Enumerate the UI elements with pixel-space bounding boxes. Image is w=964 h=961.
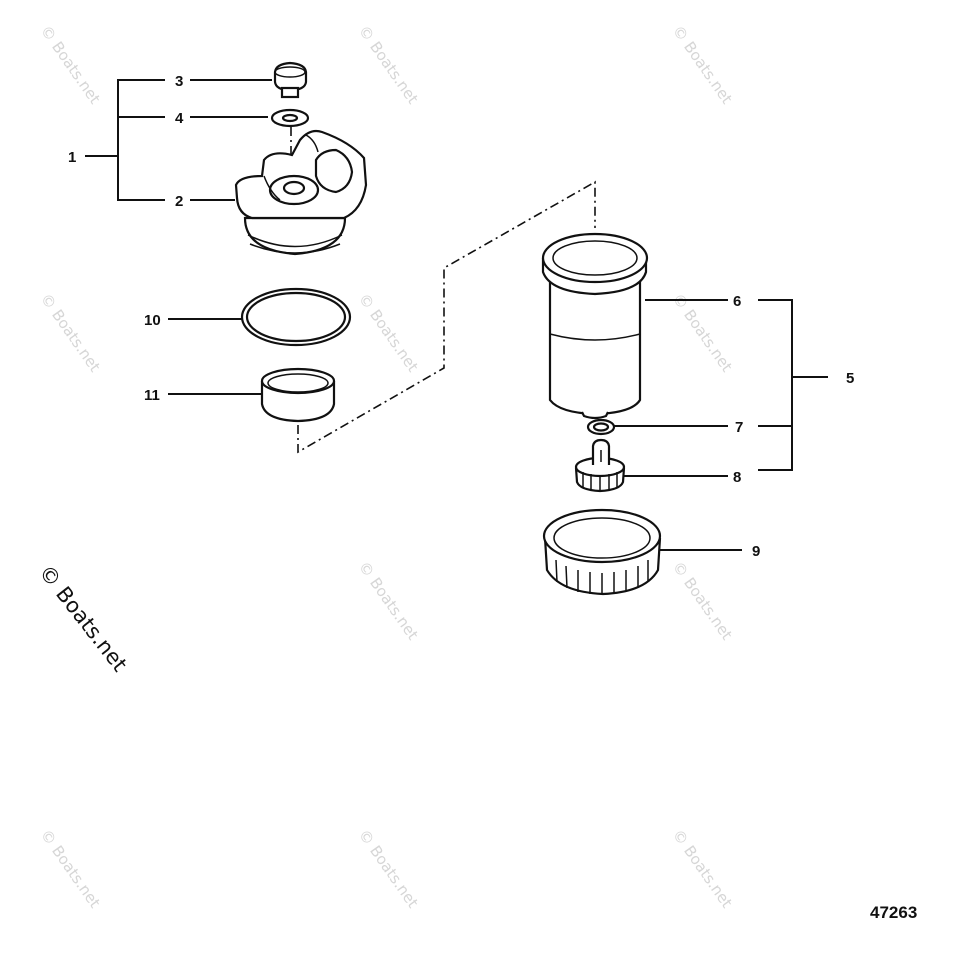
watermark-tile: © Boats.net xyxy=(669,826,736,911)
callout-9: 9 xyxy=(752,543,760,560)
sleeve-part-11 xyxy=(260,367,336,423)
watermark-tile: © Boats.net xyxy=(37,290,104,375)
callout-4: 4 xyxy=(175,110,184,127)
watermark-tile: © Boats.net xyxy=(669,290,736,375)
watermark-main: © Boats.net xyxy=(34,560,132,676)
callout-8: 8 xyxy=(733,469,741,486)
watermark-tiles: © Boats.net © Boats.net © Boats.net © Bo… xyxy=(37,22,736,911)
drain-plug-part-8 xyxy=(574,438,626,493)
retaining-ring-part-9 xyxy=(542,508,662,596)
callout-11: 11 xyxy=(144,387,160,404)
plug-part-3 xyxy=(273,61,308,99)
assembly-line xyxy=(297,180,596,454)
watermark-tile: © Boats.net xyxy=(669,22,736,107)
o-ring-part-10 xyxy=(240,287,352,347)
callout-6: 6 xyxy=(733,293,741,310)
filter-head-part-2 xyxy=(234,129,368,256)
watermark-tile: © Boats.net xyxy=(355,290,422,375)
callout-5: 5 xyxy=(846,370,854,387)
bracket-5 xyxy=(758,299,828,471)
drawing-number: 47263 xyxy=(870,903,917,922)
bracket-1 xyxy=(85,79,165,201)
watermark-tile: © Boats.net xyxy=(355,826,422,911)
callout-2: 2 xyxy=(175,193,183,210)
watermark-tile: © Boats.net xyxy=(37,22,104,107)
watermark-tile: © Boats.net xyxy=(355,558,422,643)
callout-1: 1 xyxy=(68,149,76,166)
washer-part-4 xyxy=(270,108,310,128)
watermark-tile: © Boats.net xyxy=(355,22,422,107)
watermark-tile: © Boats.net xyxy=(37,826,104,911)
filter-cartridge-part-6 xyxy=(541,232,649,420)
callout-10: 10 xyxy=(144,312,161,329)
callout-7: 7 xyxy=(735,419,743,436)
o-ring-part-7 xyxy=(586,418,616,436)
callout-3: 3 xyxy=(175,73,183,90)
watermark-tile: © Boats.net xyxy=(669,558,736,643)
